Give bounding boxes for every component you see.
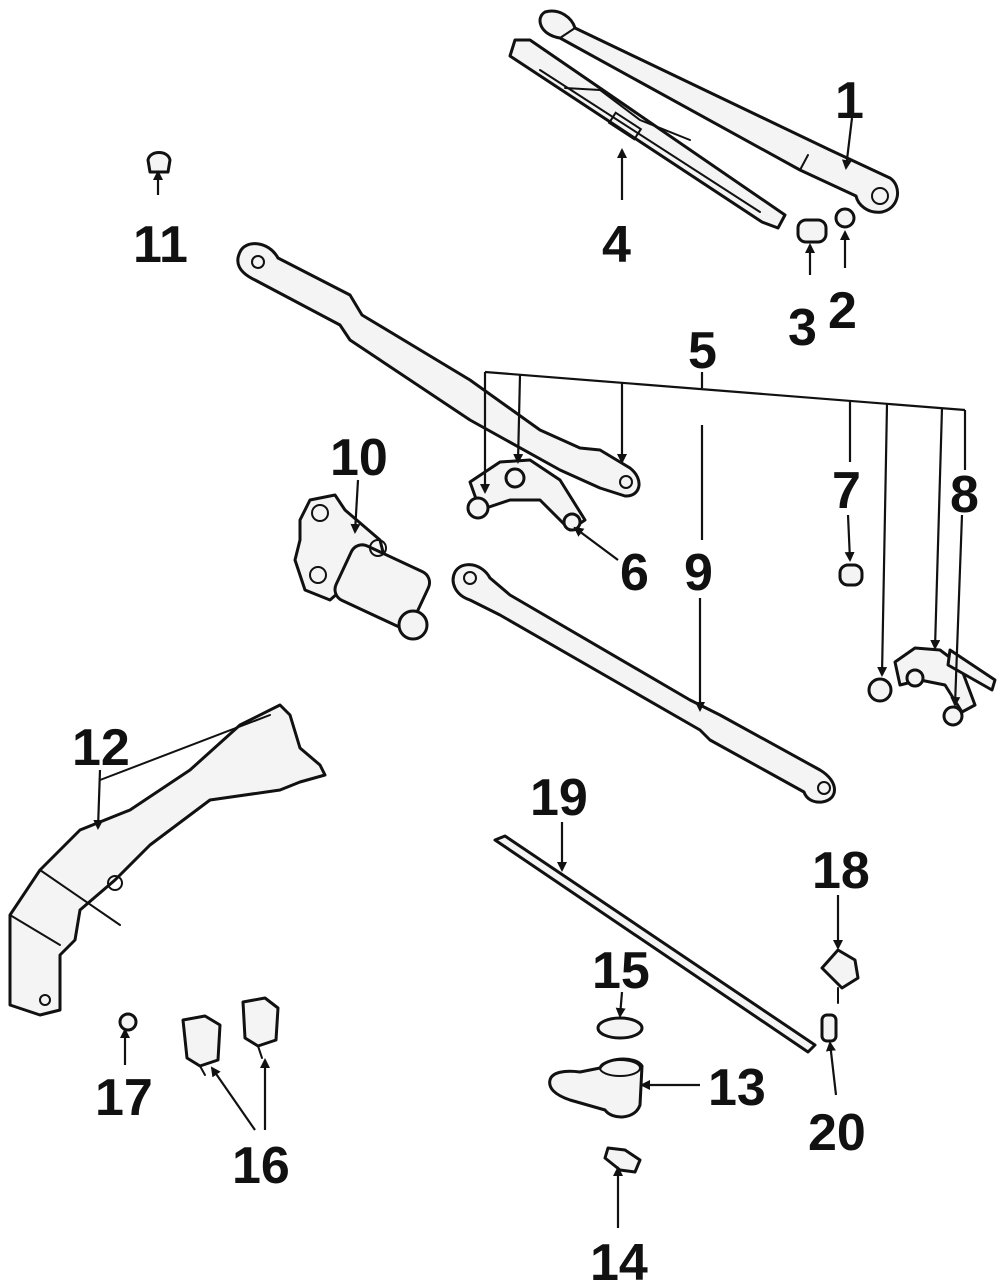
callout-5: 5 <box>688 322 717 380</box>
callout-8: 8 <box>950 466 979 524</box>
connector <box>820 948 860 1004</box>
callout-6: 6 <box>620 544 649 602</box>
callout-9: 9 <box>684 544 713 602</box>
wiper-blade <box>508 38 787 230</box>
leader-5-bracket <box>484 370 966 412</box>
pivot-assembly <box>867 646 997 727</box>
leader-6 <box>573 526 619 561</box>
callout-13: 13 <box>708 1059 766 1117</box>
callout-16: 16 <box>232 1137 290 1195</box>
callout-12: 12 <box>72 719 130 777</box>
callout-4: 4 <box>602 216 631 274</box>
reservoir-neck <box>548 1057 644 1119</box>
lower-linkage <box>451 563 836 804</box>
upper-linkage <box>236 242 641 532</box>
hose-fitting <box>820 1013 838 1043</box>
callout-14: 14 <box>590 1234 648 1288</box>
reservoir-cap <box>596 1016 644 1040</box>
leader-12 <box>93 769 104 830</box>
leader-8a <box>877 403 889 677</box>
callout-2: 2 <box>828 282 857 340</box>
callout-19: 19 <box>530 769 588 827</box>
bushing <box>838 563 864 587</box>
leader-20 <box>825 1041 838 1096</box>
washer-nozzle-right <box>241 996 280 1059</box>
callout-17: 17 <box>95 1069 153 1127</box>
leader-1 <box>841 117 854 170</box>
leader-7b <box>844 514 855 562</box>
grommet <box>118 1012 138 1032</box>
callout-1: 1 <box>835 72 864 130</box>
screw <box>603 1146 642 1174</box>
cowl-panel <box>8 703 327 1017</box>
arm-nut <box>834 207 856 229</box>
callout-15: 15 <box>592 942 650 1000</box>
callout-11: 11 <box>133 216 188 274</box>
callout-7: 7 <box>832 462 861 520</box>
leader-5b <box>513 374 524 464</box>
wiper-motor <box>293 493 432 641</box>
leader-8b <box>930 407 944 650</box>
washer-nozzle-left <box>181 1014 222 1076</box>
leader-8d <box>950 514 964 707</box>
wiper-arm <box>538 9 899 214</box>
callout-18: 18 <box>812 842 870 900</box>
callout-3: 3 <box>788 299 817 357</box>
leader-16a <box>210 1066 256 1131</box>
arm-cap <box>796 218 828 244</box>
clip <box>146 151 172 174</box>
callout-10: 10 <box>330 429 388 487</box>
callout-20: 20 <box>808 1104 866 1162</box>
rod <box>493 834 817 1054</box>
leader-10 <box>350 479 361 534</box>
leader-15 <box>615 991 626 1018</box>
callouts: 1 2 3 4 5 6 7 8 9 10 11 12 13 14 15 16 1… <box>72 72 979 1288</box>
leader-lines <box>93 117 967 1228</box>
